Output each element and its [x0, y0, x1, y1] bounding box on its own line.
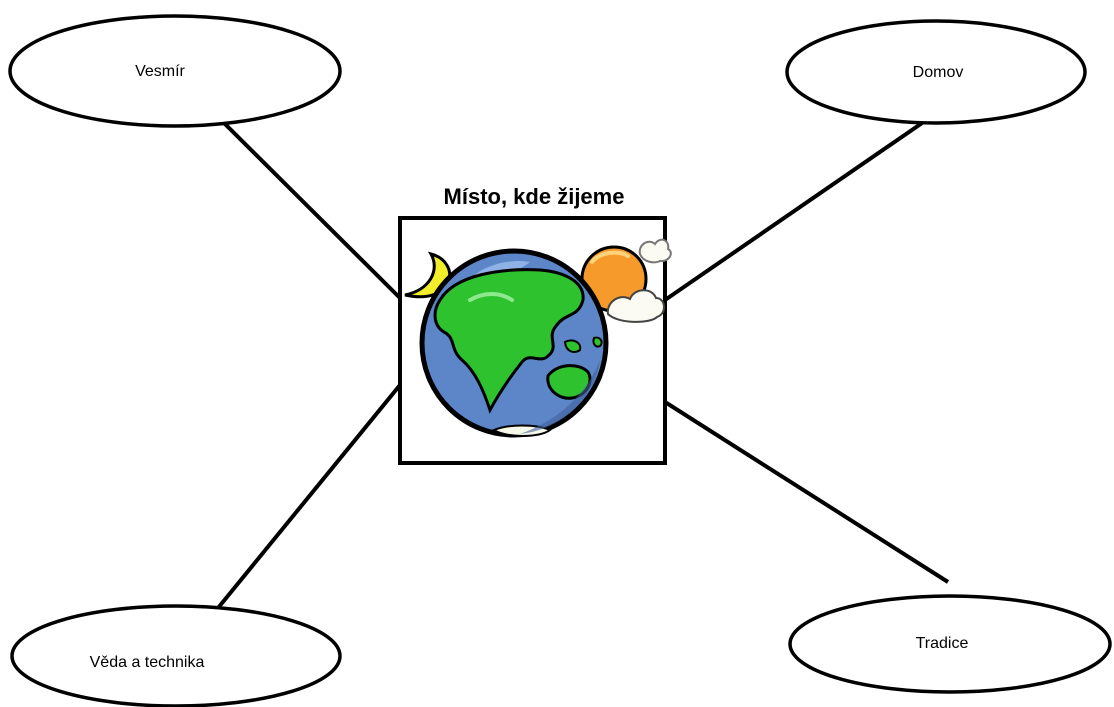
connector-line-top-right — [663, 119, 927, 302]
cloud-icon — [606, 289, 665, 323]
node-bottom-right: Tradice — [788, 594, 1112, 694]
center-title: Místo, kde žijeme — [444, 184, 625, 209]
node-label: Věda a technika — [90, 654, 205, 671]
node-ellipse — [785, 19, 1087, 125]
node-label: Vesmír — [135, 63, 185, 80]
moon-icon — [404, 251, 452, 299]
earth-with-moon-and-sun-icon — [404, 238, 672, 438]
node-ellipse — [10, 604, 342, 707]
sun-icon — [580, 245, 648, 313]
node-label: Domov — [913, 64, 964, 81]
node-ellipse — [8, 14, 342, 128]
connector-line-bottom-right — [663, 400, 950, 584]
cloud-icon — [638, 238, 672, 264]
node-ellipse — [788, 594, 1112, 694]
node-label: Tradice — [916, 635, 969, 652]
node-top-left: Vesmír — [8, 14, 342, 128]
connector-line-bottom-left — [216, 383, 402, 610]
globe-icon — [419, 248, 609, 438]
node-top-right: Domov — [785, 19, 1087, 125]
connector-line-top-left — [215, 114, 402, 300]
node-bottom-left: Věda a technika — [10, 604, 342, 707]
